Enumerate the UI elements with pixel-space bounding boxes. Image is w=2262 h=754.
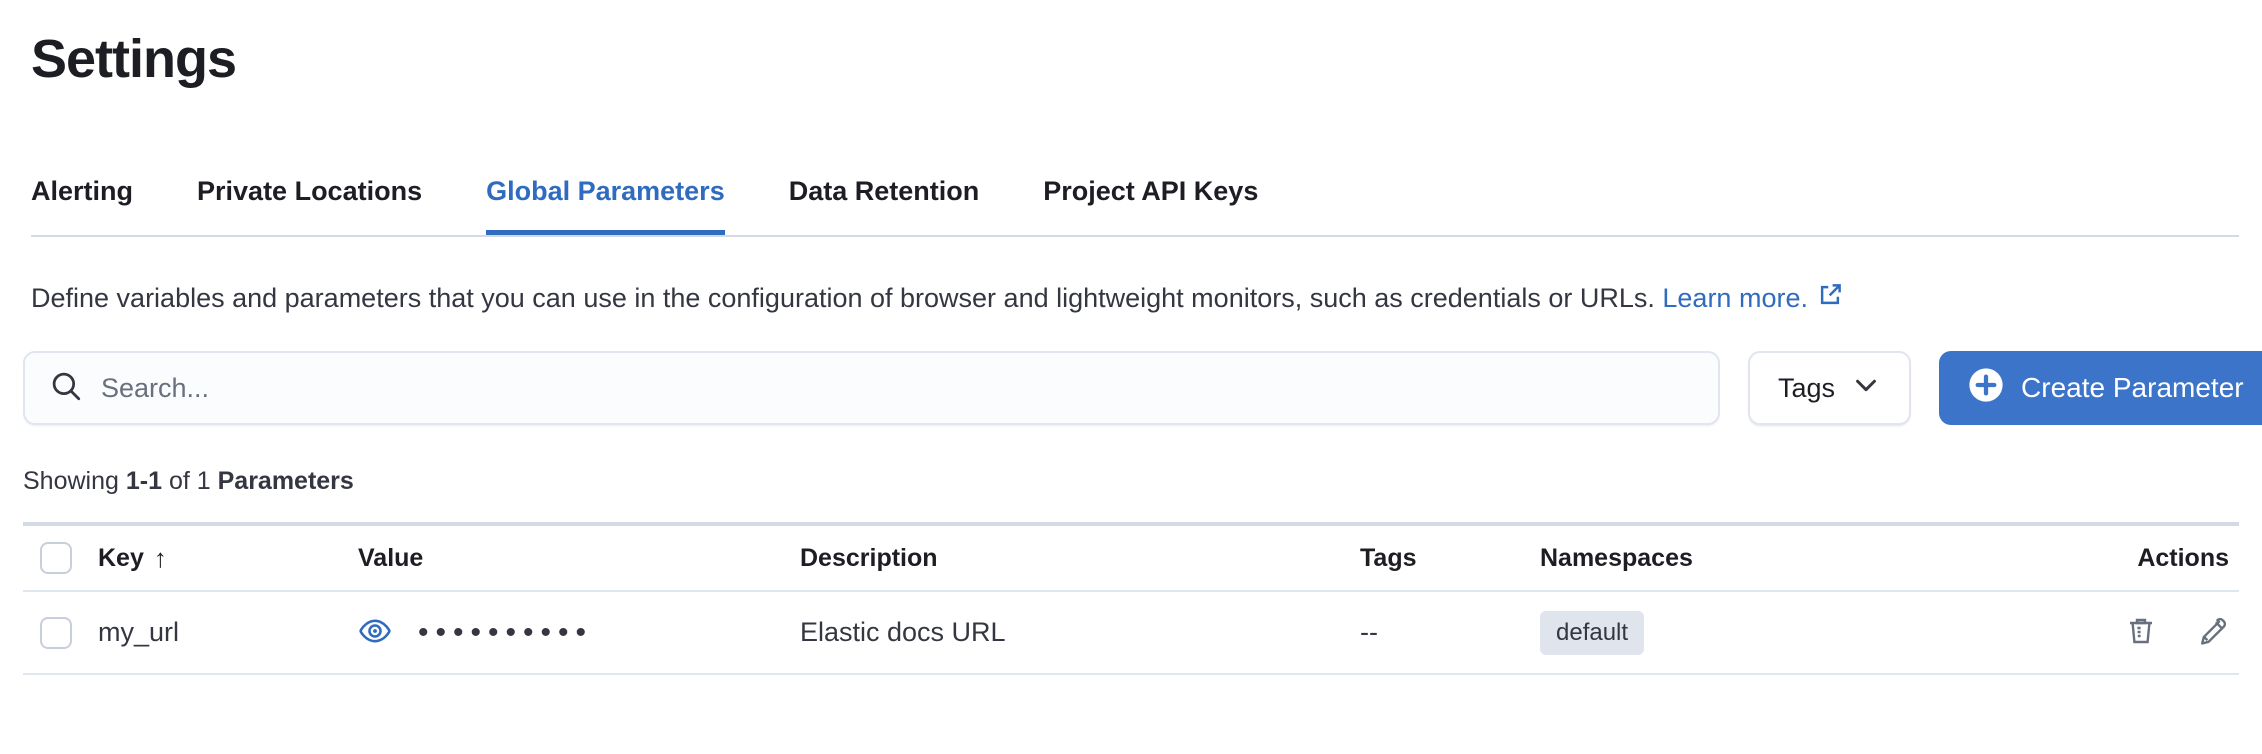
tags-filter-label: Tags — [1778, 372, 1836, 403]
tab-global-parameters[interactable]: Global Parameters — [486, 176, 725, 235]
page-title: Settings — [31, 29, 237, 89]
tab-alerting[interactable]: Alerting — [31, 176, 134, 206]
row-actions — [2039, 615, 2239, 650]
summary-entity: Parameters — [217, 467, 354, 495]
masked-value: •••••••••• — [418, 615, 594, 649]
column-header-namespaces: Namespaces — [1540, 543, 1693, 572]
summary-middle: of 1 — [168, 467, 211, 495]
chevron-down-icon — [1851, 370, 1881, 407]
create-parameter-button[interactable]: Create Parameter — [1939, 351, 2262, 425]
trash-icon — [2125, 615, 2157, 650]
search-icon — [49, 369, 83, 408]
column-header-tags: Tags — [1360, 543, 1417, 572]
namespace-badge: default — [1540, 610, 1645, 655]
summary-prefix: Showing — [23, 467, 119, 495]
row-checkbox[interactable] — [40, 616, 72, 649]
search-box[interactable] — [23, 351, 1720, 425]
parameter-value-cell: •••••••••• — [358, 614, 800, 651]
results-summary: Showing 1-1 of 1 Parameters — [23, 467, 2239, 496]
column-header-key[interactable]: Key ↑ — [98, 543, 358, 574]
external-link-icon — [1816, 275, 1844, 325]
reveal-value-button[interactable] — [358, 614, 392, 651]
eye-icon — [358, 614, 392, 651]
parameters-table: Key ↑ Value Description Tags Namespaces … — [23, 522, 2239, 675]
column-header-actions: Actions — [2137, 543, 2229, 572]
parameters-toolbar: Tags Create Parameter — [23, 351, 2262, 425]
tab-project-api-keys[interactable]: Project API Keys — [1043, 176, 1259, 206]
tab-private-locations[interactable]: Private Locations — [197, 176, 423, 206]
table-row: my_url •••••••••• Elastic docs URL -- de… — [23, 592, 2239, 675]
parameter-tags: -- — [1360, 617, 1378, 647]
create-parameter-label: Create Parameter — [2021, 372, 2244, 403]
column-header-value: Value — [358, 543, 424, 572]
parameter-key: my_url — [98, 617, 180, 647]
key-header-label: Key — [98, 543, 144, 572]
delete-parameter-button[interactable] — [2125, 615, 2157, 650]
table-body: my_url •••••••••• Elastic docs URL -- de… — [23, 592, 2239, 675]
select-all-checkbox[interactable] — [40, 542, 72, 574]
pencil-icon — [2197, 615, 2229, 650]
page-description: Define variables and parameters that you… — [31, 273, 2231, 325]
learn-more-link[interactable]: Learn more. — [1662, 283, 1844, 313]
learn-more-label: Learn more. — [1662, 283, 1808, 313]
column-header-description: Description — [800, 543, 938, 572]
tab-data-retention[interactable]: Data Retention — [788, 176, 980, 206]
parameter-description: Elastic docs URL — [800, 617, 1006, 647]
summary-range: 1-1 — [125, 467, 162, 495]
description-text: Define variables and parameters that you… — [31, 283, 1655, 313]
plus-in-circle-icon — [1967, 366, 2005, 411]
sort-ascending-icon: ↑ — [153, 542, 167, 573]
settings-tabs: Alerting Private Locations Global Parame… — [31, 176, 2239, 237]
tags-filter-button[interactable]: Tags — [1748, 351, 1912, 425]
search-input[interactable] — [101, 372, 1694, 404]
table-header: Key ↑ Value Description Tags Namespaces … — [23, 522, 2239, 592]
edit-parameter-button[interactable] — [2197, 615, 2229, 650]
